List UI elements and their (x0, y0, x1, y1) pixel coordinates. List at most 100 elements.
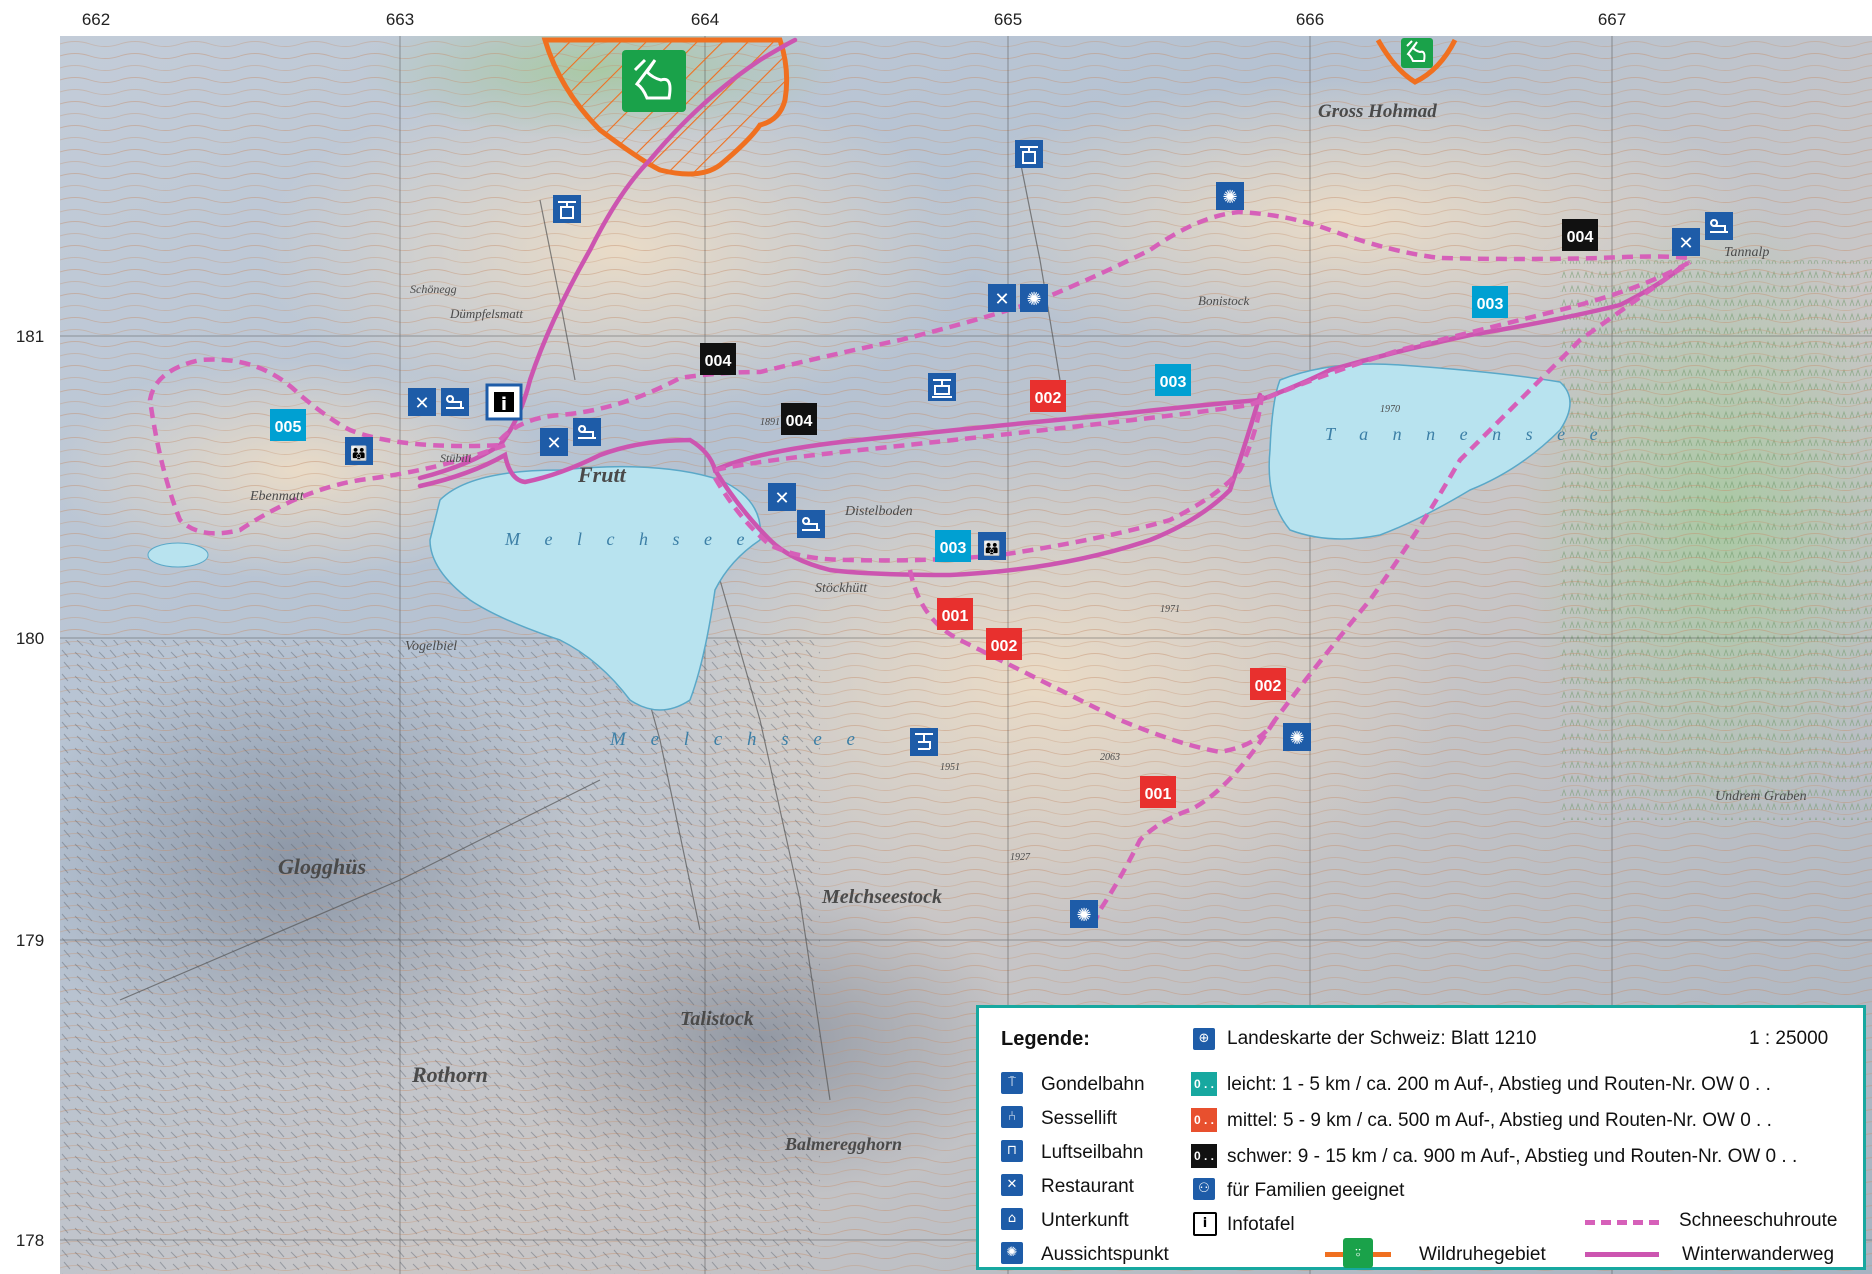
gondola-icon[interactable] (1015, 140, 1043, 168)
place-glogghus: Glogghüs (278, 854, 366, 879)
legend-leicht: leicht: 1 - 5 km / ca. 200 m Auf-, Absti… (1227, 1074, 1771, 1095)
route-marker-004[interactable]: 004 (1562, 219, 1598, 251)
place-frutt: Frutt (577, 462, 627, 487)
restaurant-icon[interactable]: ✕ (768, 483, 796, 511)
poi-icons[interactable]: ✕ i ✕ 👪 ✕ ✺ ✺ ✕ ✕ 👪 ✺ ✺ (345, 140, 1733, 928)
restaurant-icon: ✕ (1001, 1174, 1023, 1196)
svg-text:181: 181 (16, 327, 44, 346)
route-marker-001[interactable]: 001 (937, 598, 973, 630)
route-marker-001[interactable]: 001 (1140, 776, 1176, 808)
route-marker-005[interactable]: 005 (270, 409, 306, 441)
route-marker-002[interactable]: 002 (986, 628, 1022, 660)
viewpoint-icon[interactable]: ✺ (1070, 900, 1098, 928)
badge-leicht: 0 . . (1191, 1072, 1217, 1096)
svg-text:✺: ✺ (1076, 905, 1091, 926)
svg-text:003: 003 (1477, 296, 1504, 313)
restaurant-icon[interactable]: ✕ (988, 284, 1016, 312)
family-icon[interactable]: 👪 (978, 532, 1006, 560)
coord-labels-y: 181 180 179 178 (0, 36, 60, 1274)
route-marker-002[interactable]: 002 (1030, 380, 1066, 412)
place-melchseestock: Melchseestock (821, 886, 942, 908)
schneeschuhroute-routes (147, 209, 1692, 926)
svg-text:663: 663 (386, 10, 414, 29)
info-icon[interactable]: i (485, 383, 523, 421)
svg-text:✺: ✺ (1026, 289, 1041, 310)
cablecar-icon: ⊓ (1001, 1140, 1023, 1162)
lake-melchsee (429, 465, 762, 711)
svg-text:666: 666 (1296, 10, 1324, 29)
chairlift-icon[interactable] (910, 728, 938, 756)
route-marker-003[interactable]: 003 (1155, 364, 1191, 396)
place-melchsee-meadow: M e l c h s e e (609, 729, 865, 750)
place-names: Gross Hohmad Frutt M e l c h s e e T a n… (249, 101, 1807, 1154)
svg-text:002: 002 (1255, 678, 1282, 695)
viewpoint-icon: ✺ (1001, 1242, 1023, 1264)
svg-text:👪: 👪 (350, 445, 367, 462)
route-marker-004[interactable]: 004 (700, 343, 736, 375)
svg-text:✕: ✕ (414, 393, 429, 414)
family-icon[interactable]: 👪 (345, 437, 373, 465)
small-lake (147, 542, 209, 568)
place-rothorn: Rothorn (411, 1062, 488, 1087)
route-marker-003[interactable]: 003 (935, 530, 971, 562)
place-bonistock: Bonistock (1198, 293, 1249, 308)
place-vogelbiel: Vogelbiel (405, 639, 457, 654)
svg-text:✕: ✕ (774, 488, 789, 509)
svg-text:664: 664 (691, 10, 719, 29)
cablecar-icon[interactable] (928, 373, 956, 401)
legend-box: Legende: ⊕ Landeskarte der Schweiz: Blat… (976, 1005, 1866, 1270)
coord-labels-x: 662 663 664 665 666 667 (0, 0, 1872, 36)
family-icon: ⚇ (1193, 1178, 1215, 1200)
place-ebenmatt: Ebenmatt (249, 489, 305, 504)
lodging-icon: ⌂ (1001, 1208, 1023, 1230)
svg-text:004: 004 (705, 353, 732, 370)
route-marker-004[interactable]: 004 (781, 403, 817, 435)
restaurant-icon[interactable]: ✕ (540, 428, 568, 456)
svg-text:662: 662 (82, 10, 110, 29)
svg-text:004: 004 (786, 413, 813, 430)
wildlife-icon[interactable] (1401, 38, 1433, 68)
svg-text:1970: 1970 (1380, 404, 1400, 415)
legend-gondel: Gondelbahn (1041, 1074, 1145, 1095)
place-talistock: Talistock (680, 1008, 754, 1030)
place-distelboden: Distelboden (844, 504, 913, 519)
lodging-icon[interactable] (573, 418, 601, 446)
legend-sessel: Sessellift (1041, 1108, 1118, 1129)
svg-text:003: 003 (940, 540, 967, 557)
svg-text:✕: ✕ (994, 289, 1009, 310)
restaurant-icon[interactable]: ✕ (1672, 228, 1700, 256)
cable-lines (119, 159, 1061, 1101)
svg-text:👪: 👪 (983, 540, 1000, 557)
lodging-icon[interactable] (797, 510, 825, 538)
lodging-icon[interactable] (1705, 212, 1733, 240)
route-marker-002[interactable]: 002 (1250, 668, 1286, 700)
place-undrem-graben: Undrem Graben (1715, 789, 1807, 804)
viewpoint-icon[interactable]: ✺ (1283, 723, 1311, 751)
svg-text:002: 002 (991, 638, 1018, 655)
svg-text:003: 003 (1160, 374, 1187, 391)
place-stockhutt: Stöckhütt (815, 581, 868, 596)
gondola-icon[interactable] (553, 195, 581, 223)
route-marker-003[interactable]: 003 (1472, 286, 1508, 318)
wildlife-icon[interactable] (622, 50, 686, 112)
place-tannenalp: Tannalp (1724, 245, 1769, 260)
svg-text:005: 005 (275, 419, 302, 436)
svg-text:1971: 1971 (1160, 604, 1180, 615)
svg-text:2063: 2063 (1100, 752, 1120, 763)
badge-mittel: 0 . . (1191, 1108, 1217, 1132)
svg-text:665: 665 (994, 10, 1022, 29)
viewpoint-icon[interactable]: ✺ (1216, 182, 1244, 210)
place-balmeregghorn: Balmeregghorn (784, 1134, 902, 1154)
svg-text:002: 002 (1035, 390, 1062, 407)
lodging-icon[interactable] (441, 388, 469, 416)
wildruhe-zone-2 (1375, 38, 1458, 85)
place-tannensee: T a n n e n s e e (1325, 424, 1608, 444)
wildlife-icon: ⍤ (1343, 1238, 1373, 1268)
svg-text:001: 001 (1145, 786, 1172, 803)
viewpoint-icon[interactable]: ✺ (1020, 284, 1048, 312)
route-markers[interactable]: 001 001 002 002 002 003 003 003 004 004 … (270, 219, 1598, 808)
legend-familien: für Familien geeignet (1227, 1180, 1405, 1201)
restaurant-icon[interactable]: ✕ (408, 388, 436, 416)
